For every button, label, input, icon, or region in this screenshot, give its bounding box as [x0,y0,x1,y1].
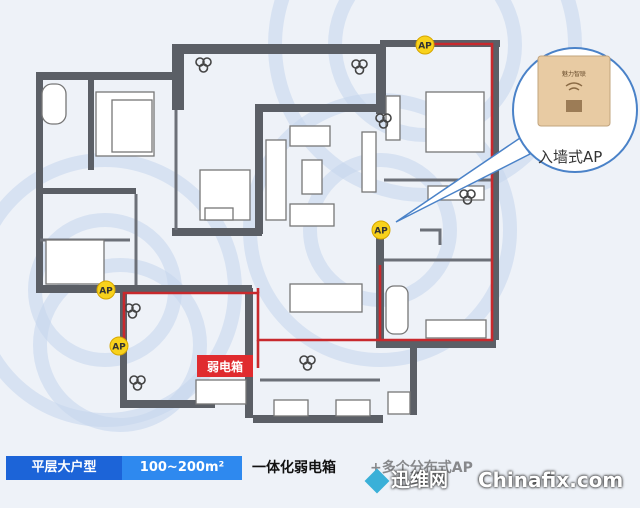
network-cables [122,42,494,368]
svg-text:魅力智联: 魅力智联 [562,70,586,78]
svg-text:AP: AP [374,227,388,237]
fan-icon [195,57,212,73]
in-wall-ap-callout: 魅力智联 入墙式AP [395,47,638,223]
fan-icon [299,355,316,371]
tag-house-type: 平层大户型 [6,456,122,480]
fan-icon [375,113,392,129]
ap-marker-center: AP [371,220,391,240]
ap-marker-left: AP [96,280,116,300]
fan-icon [351,59,368,75]
tag-area: 100~200m² [122,456,242,480]
weak-current-box: 弱电箱 [197,355,253,377]
fan-icon [129,375,146,391]
ap-marker-bottom-left: AP [109,336,129,356]
fan-icon [124,303,141,319]
svg-text:AP: AP [418,42,432,52]
svg-text:弱电箱: 弱电箱 [207,359,243,374]
wifi-coverage-rings [0,0,582,432]
watermark-logo-icon [364,468,390,493]
svg-text:AP: AP [99,287,113,297]
tag-solution: 一体化弱电箱 [252,460,336,476]
svg-text:AP: AP [112,343,126,353]
watermark-cn-text: 迅维网 [391,469,449,491]
ap-marker-top: AP [415,35,435,55]
callout-label: 入墙式AP [538,148,602,166]
in-wall-ap-device: 魅力智联 [537,55,611,127]
ceiling-fans [124,57,476,391]
watermark-cn: 迅维网 [364,463,486,497]
tag-more: +多个分布式AP [370,460,473,476]
furniture [41,83,487,417]
fan-icon [459,189,476,205]
watermark-en: Chinafix.com [478,468,624,492]
